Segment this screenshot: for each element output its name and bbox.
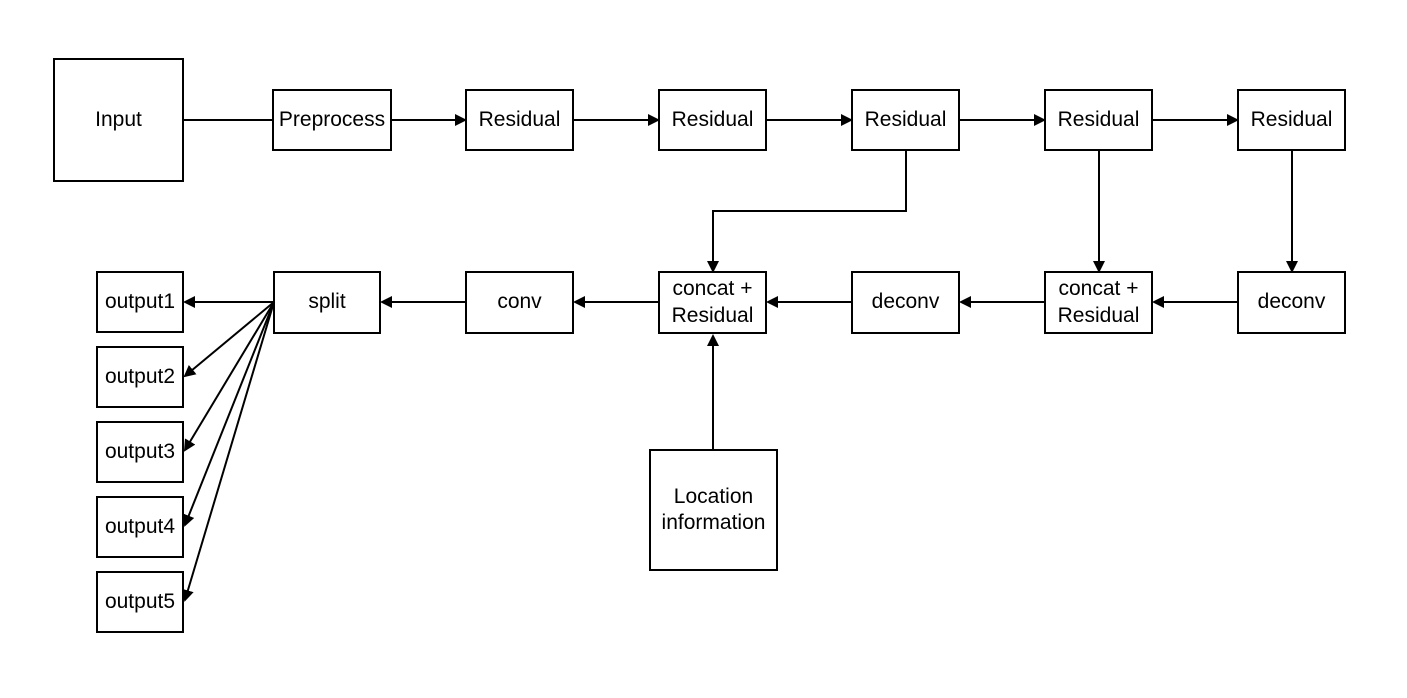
residual-node-1: Residual — [465, 89, 574, 151]
concat-residual-node-right: concat + Residual — [1044, 271, 1153, 334]
residual-node-3: Residual — [851, 89, 960, 151]
output-node-4: output4 — [96, 496, 184, 558]
output-node-5: output5 — [96, 571, 184, 633]
edge-split-output2 — [183, 301, 275, 378]
output-node-3: output3 — [96, 421, 184, 483]
split-node: split — [273, 271, 381, 334]
edge-split-output3 — [183, 301, 275, 452]
output-node-1: output1 — [96, 271, 184, 333]
input-node: Input — [53, 58, 184, 182]
residual-node-5: Residual — [1237, 89, 1346, 151]
deconv-node-right: deconv — [1237, 271, 1346, 334]
deconv-node-mid: deconv — [851, 271, 960, 334]
edge-split-output5 — [182, 301, 275, 602]
residual-node-2: Residual — [658, 89, 767, 151]
preprocess-node: Preprocess — [272, 89, 392, 151]
location-information-node: Location information — [649, 449, 778, 571]
edge-split-output4 — [183, 301, 275, 527]
residual-node-4: Residual — [1044, 89, 1153, 151]
output-node-2: output2 — [96, 346, 184, 408]
concat-residual-node-mid: concat + Residual — [658, 271, 767, 334]
edge-residual3-concat — [707, 150, 907, 273]
conv-node: conv — [465, 271, 574, 334]
